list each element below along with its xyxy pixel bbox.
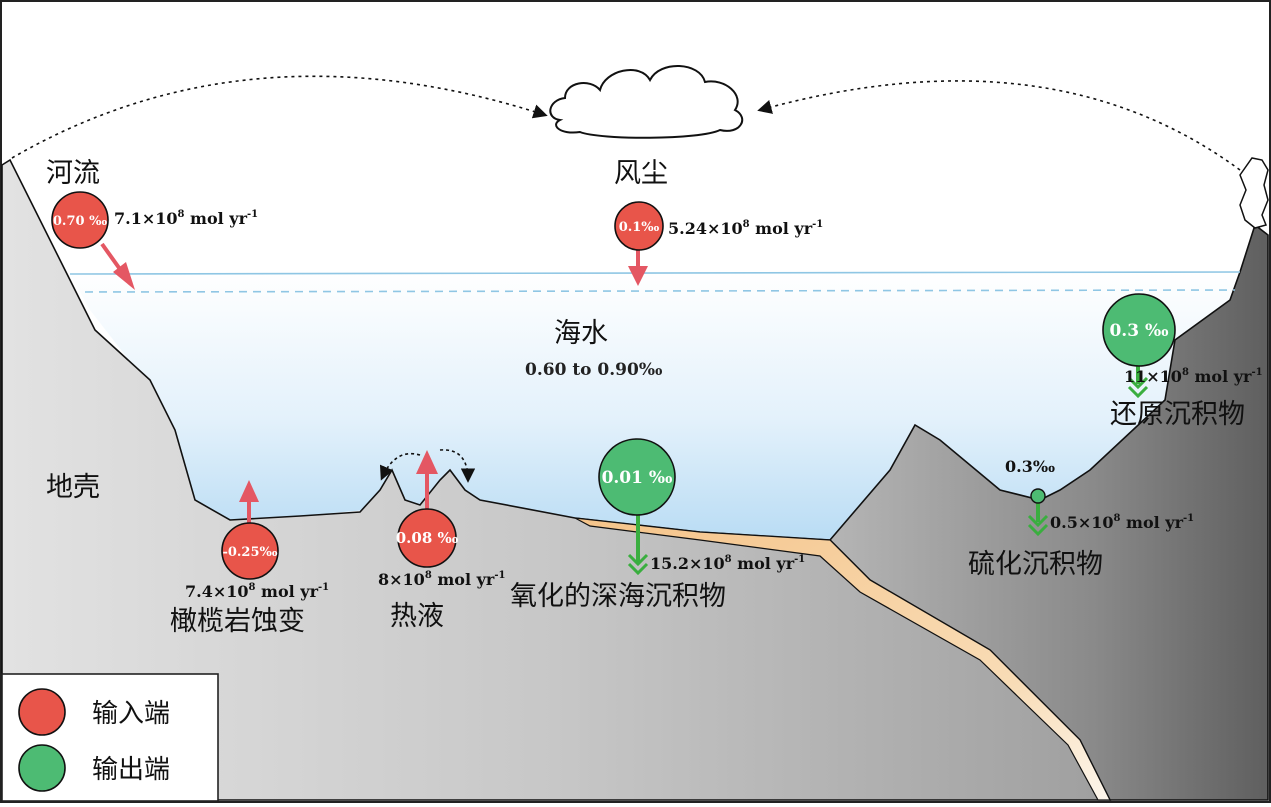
hydrothermal-arrow xyxy=(416,450,438,510)
hydrothermal-flux: 8×108 mol yr-1 xyxy=(378,570,505,589)
reducing-sediment-label: 还原沉积物 xyxy=(1110,399,1245,430)
river-circle-value: 0.70 ‰ xyxy=(53,214,107,229)
legend-input-swatch xyxy=(18,688,66,736)
oxic-arrow xyxy=(627,512,649,576)
cloud-icon xyxy=(549,65,744,139)
dust-circle-value: 0.1‰ xyxy=(619,220,660,235)
dust-label: 风尘 xyxy=(614,158,668,189)
reducing-arrow xyxy=(1127,364,1149,399)
peridotite-flux: 7.4×108 mol yr-1 xyxy=(185,582,329,601)
hydro-curl-left xyxy=(379,453,421,481)
oxic-circle-value: 0.01 ‰ xyxy=(602,468,673,488)
oxic-flux: 15.2×108 mol yr-1 xyxy=(650,554,805,573)
river-circle: 0.70 ‰ xyxy=(51,191,109,249)
legend: 输入端 输出端 xyxy=(1,673,219,802)
hydrothermal-circle-value: 0.08 ‰ xyxy=(396,529,459,547)
seawater-body xyxy=(70,272,1240,540)
legend-input-label: 输入端 xyxy=(92,699,170,729)
ice-cap xyxy=(1239,157,1269,229)
peridotite-circle-value: -0.25‰ xyxy=(222,545,277,560)
river-flux: 7.1×108 mol yr-1 xyxy=(114,209,258,228)
oxic-sediment-layer xyxy=(574,517,1111,801)
sulfide-sediment-label: 硫化沉积物 xyxy=(968,549,1103,580)
sea-surface-line xyxy=(69,271,1241,275)
peridotite-arrow xyxy=(239,480,259,525)
peridotite-circle: -0.25‰ xyxy=(221,522,279,580)
oxic-sediment-label: 氧化的深海沉积物 xyxy=(510,581,726,612)
sea-subsurface-dashed-line xyxy=(84,289,1236,293)
hydrothermal-label: 热液 xyxy=(390,601,444,632)
oxic-circle: 0.01 ‰ xyxy=(598,438,676,516)
sulfide-circle-value: 0.3‰ xyxy=(1005,457,1055,476)
river-label: 河流 xyxy=(46,158,100,189)
sulfide-flux: 0.5×108 mol yr-1 xyxy=(1050,513,1194,532)
sulfide-arrow xyxy=(1027,503,1049,537)
reducing-circle-value: 0.3 ‰ xyxy=(1109,321,1168,341)
sulfide-circle xyxy=(1030,488,1046,504)
dust-flux: 5.24×108 mol yr-1 xyxy=(668,219,823,238)
seawater-label: 海水 xyxy=(554,318,608,349)
peridotite-label: 橄榄岩蚀变 xyxy=(170,606,305,637)
hydro-curl-right xyxy=(439,449,476,483)
hydrothermal-circle: 0.08 ‰ xyxy=(396,508,459,568)
crust-label: 地壳 xyxy=(46,472,100,503)
atmo-arc-right xyxy=(757,80,1241,171)
atmo-arc-left xyxy=(11,75,548,159)
legend-output-label: 输出端 xyxy=(92,755,170,785)
reducing-flux: 11×108 mol yr-1 xyxy=(1124,367,1263,386)
reducing-circle: 0.3 ‰ xyxy=(1102,293,1176,367)
legend-output-swatch xyxy=(18,744,66,792)
seawater-range: 0.60 to 0.90‰ xyxy=(525,360,663,380)
dust-circle: 0.1‰ xyxy=(614,201,664,251)
river-arrow xyxy=(100,242,135,290)
